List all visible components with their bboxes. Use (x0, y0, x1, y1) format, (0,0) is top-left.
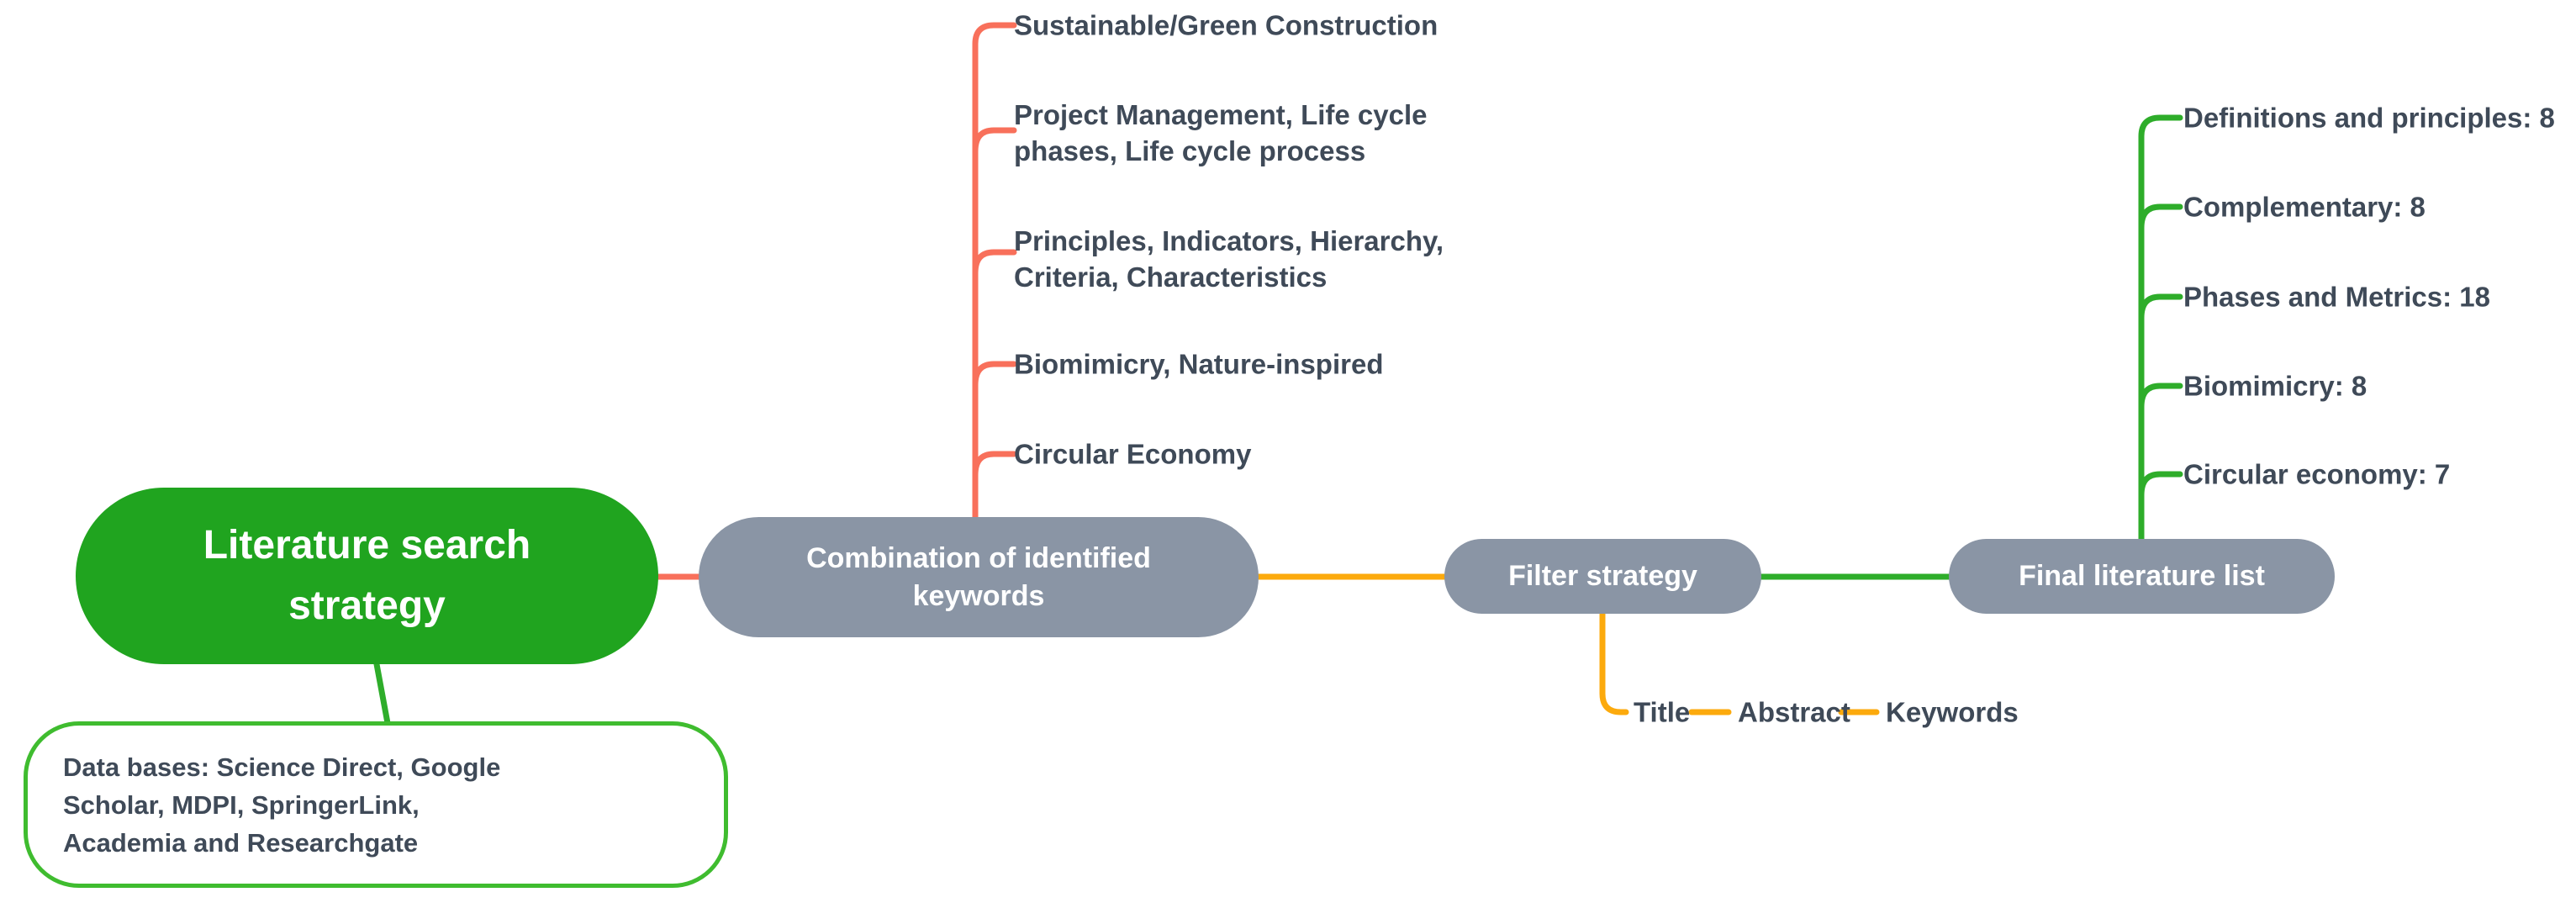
branch-complementary-count[interactable]: Complementary: 8 (2183, 191, 2426, 223)
branch-phases-and-metrics-count[interactable]: Phases and Metrics: 18 (2183, 281, 2490, 313)
final-branch-line (2138, 203, 2183, 231)
branch-definitions-and-principles-count[interactable]: Definitions and principles: 8 (2183, 102, 2555, 134)
keywords-trunk-line (972, 22, 1017, 522)
connector-root-to-databases (373, 661, 391, 726)
branch-project-management-life-cycle[interactable]: Project Management, Life cycle phases, L… (1014, 99, 1428, 166)
final-branch-line (2138, 471, 2183, 499)
final-branch-line (2138, 293, 2183, 321)
node-combination-of-identified-keywords[interactable]: Combination of identified keywords (699, 517, 1259, 637)
branch-biomimicry-count[interactable]: Biomimicry: 8 (2183, 370, 2367, 402)
keywords-branch-line (972, 451, 1017, 478)
filter-steps-drop-line (1599, 610, 1629, 715)
node-final-literature-list[interactable]: Final literature list (1949, 539, 2335, 614)
node-databases[interactable]: Data bases: Science Direct, Google Schol… (24, 721, 728, 888)
branch-principles-indicators-hierarchy[interactable]: Principles, Indicators, Hierarchy, Crite… (1014, 225, 1444, 293)
filter-step-title[interactable]: Title (1634, 696, 1691, 728)
branch-biomimicry-nature-inspired[interactable]: Biomimicry, Nature-inspired (1014, 348, 1384, 380)
keywords-branch-line (972, 127, 1017, 155)
keywords-branch-line (972, 249, 1017, 277)
branch-circular-economy-count[interactable]: Circular economy: 7 (2183, 458, 2451, 490)
final-trunk-line (2138, 114, 2183, 543)
final-branch-line (2138, 383, 2183, 410)
filter-step-abstract[interactable]: Abstract (1738, 696, 1850, 728)
filter-step-keywords[interactable]: Keywords (1886, 696, 2019, 728)
keywords-branch-line (972, 361, 1017, 388)
branch-circular-economy[interactable]: Circular Economy (1014, 438, 1252, 470)
node-filter-strategy[interactable]: Filter strategy (1444, 539, 1761, 614)
node-literature-search-strategy[interactable]: Literature search strategy (76, 488, 658, 664)
branch-sustainable-green-construction[interactable]: Sustainable/Green Construction (1014, 9, 1438, 41)
